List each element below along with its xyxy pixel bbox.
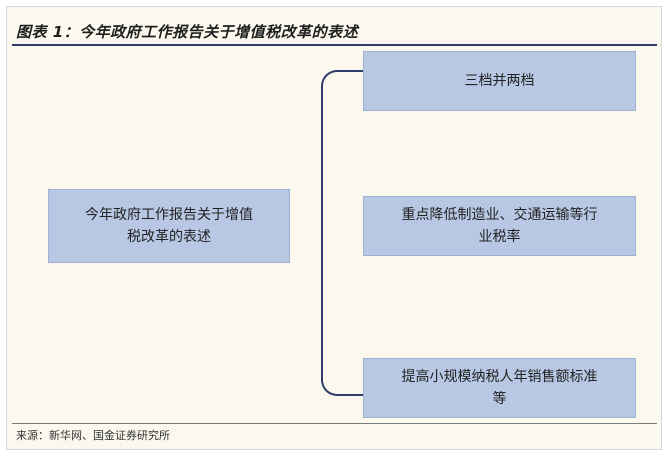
branch-node-2-text-line-2: 业税率 <box>478 229 521 245</box>
source-divider <box>12 423 657 424</box>
root-node-text-line-1: 今年政府工作报告关于增值 <box>85 207 253 223</box>
connector-bracket <box>321 70 363 396</box>
title-divider <box>12 44 657 46</box>
branch-node-1: 三档并两档 <box>363 51 636 111</box>
branch-node-2: 重点降低制造业、交通运输等行 业税率 <box>363 196 636 256</box>
branch-node-2-text-line-1: 重点降低制造业、交通运输等行 <box>401 207 598 223</box>
branch-node-3-text-line-2: 等 <box>492 391 507 407</box>
source-note: 来源：新华网、国金证券研究所 <box>16 429 170 442</box>
figure-title: 图表 1：今年政府工作报告关于增值税改革的表述 <box>16 23 359 41</box>
branch-node-3: 提高小规模纳税人年销售额标准 等 <box>363 358 636 418</box>
branch-node-1-text-line-1: 三档并两档 <box>464 73 535 89</box>
root-node: 今年政府工作报告关于增值 税改革的表述 <box>48 189 290 263</box>
branch-node-3-text-line-1: 提高小规模纳税人年销售额标准 <box>401 369 598 385</box>
root-node-text-line-2: 税改革的表述 <box>127 229 211 245</box>
